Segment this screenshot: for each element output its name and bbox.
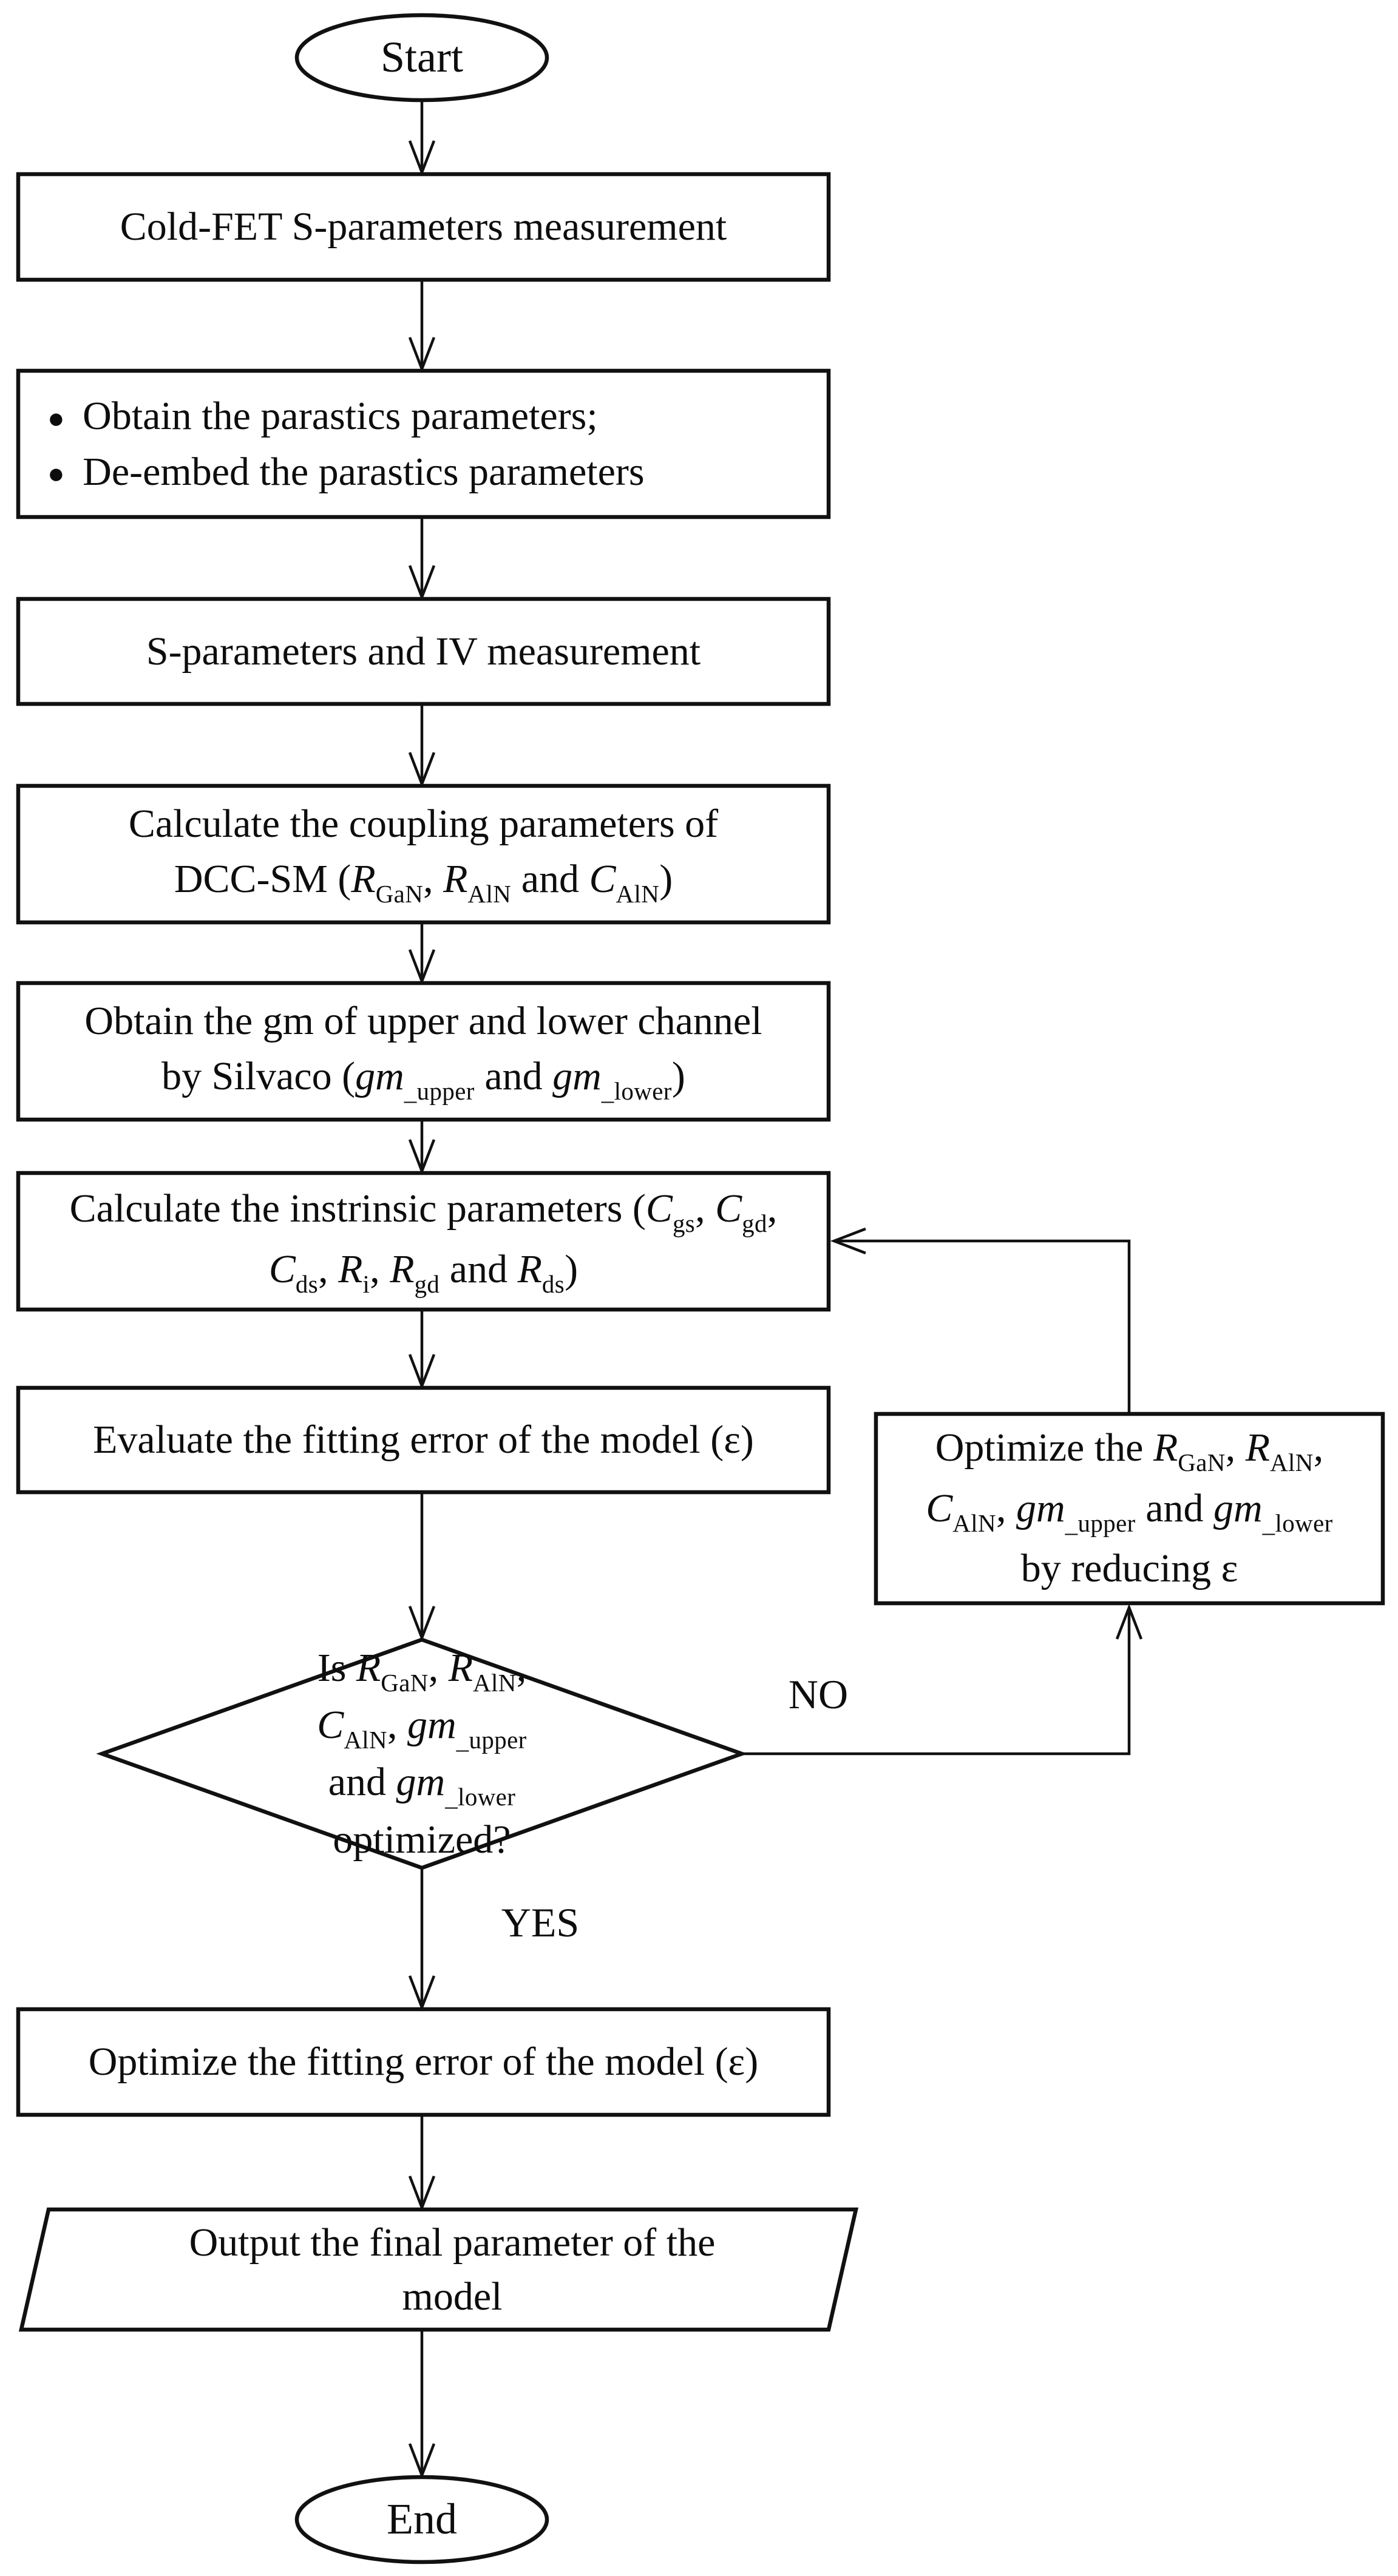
arrowhead-intrinsic-feedback bbox=[830, 1227, 866, 1255]
edge-label-yes: YES bbox=[501, 1899, 580, 1946]
process-intrinsic-label: Calculate the instrinsic parameters (Cgs… bbox=[21, 1173, 826, 1310]
start-terminator-label: Start bbox=[381, 33, 463, 82]
arrowhead-optimizeparams bbox=[1115, 1603, 1143, 1640]
process-coupling-shape bbox=[16, 783, 831, 925]
text-line: Obtain the gm of upper and lower channel bbox=[84, 999, 762, 1044]
text-line: Cds, Ri, Rgd and Rds) bbox=[268, 1246, 579, 1298]
text-line: DCC-SM (RGaN, RAlN and CAlN) bbox=[174, 857, 673, 908]
end-terminator-label: End bbox=[387, 2495, 457, 2544]
process-optimizeparams-label: Optimize the RGaN, RAlN, CAlN, gm_upper a… bbox=[881, 1422, 1378, 1595]
text-line: Output the final parameter of the bbox=[189, 2220, 716, 2265]
arrowhead-optimizeerror bbox=[408, 1975, 436, 2012]
process-gmchannel-label: Obtain the gm of upper and lower channel… bbox=[24, 983, 823, 1120]
text-line: S-parameters and IV measurement bbox=[146, 629, 701, 674]
text-line: ●De-embed the parastics parameters bbox=[47, 449, 645, 494]
process-parastics-shape bbox=[16, 368, 831, 519]
io-output-label: Output the final parameter of the model bbox=[49, 2209, 856, 2330]
text-line: Cold-FET S-parameters measurement bbox=[120, 205, 727, 249]
process-gmchannel-shape bbox=[16, 981, 831, 1122]
edge-label-no: NO bbox=[788, 1671, 849, 1717]
process-optimizeerror-label: Optimize the fitting error of the model … bbox=[24, 2009, 823, 2115]
text-line: by reducing ε bbox=[1020, 1546, 1238, 1591]
bullet-icon: ● bbox=[47, 458, 65, 490]
arrowhead-parastics bbox=[408, 337, 436, 373]
text-line: ●Obtain the parastics parameters; bbox=[47, 394, 598, 439]
text-line: and gm_lower bbox=[328, 1760, 516, 1811]
text-line: by Silvaco (gm_upper and gm_lower) bbox=[161, 1054, 685, 1106]
bullet-icon: ● bbox=[47, 402, 65, 434]
arrowhead-coupling bbox=[408, 752, 436, 788]
start-terminator-shape bbox=[294, 13, 549, 103]
process-coupling-label: Calculate the coupling parameters of DCC-… bbox=[24, 786, 823, 922]
io-output-shape bbox=[18, 2207, 859, 2332]
process-coldfet-label: Cold-FET S-parameters measurement bbox=[24, 174, 823, 280]
process-sparamsiv-shape bbox=[16, 597, 831, 706]
arrowhead-sparamsiv bbox=[408, 565, 436, 601]
arrowhead-end bbox=[408, 2443, 436, 2480]
arrowhead-coldfet bbox=[408, 140, 436, 177]
arrowhead-intrinsic bbox=[408, 1139, 436, 1175]
text-line: model bbox=[402, 2274, 503, 2319]
connector-feedback bbox=[834, 1239, 1131, 1414]
text-line: Calculate the coupling parameters of bbox=[128, 802, 719, 847]
text-line: Is RGaN, RAlN, bbox=[317, 1645, 527, 1697]
process-intrinsic-shape bbox=[16, 1171, 831, 1312]
arrowhead-decision bbox=[408, 1606, 436, 1642]
arrowhead-evaluate bbox=[408, 1354, 436, 1390]
text-line: CAlN, gm_upper and gm_lower bbox=[926, 1486, 1333, 1537]
process-parastics-label: ●Obtain the parastics parameters; ●De-emb… bbox=[47, 371, 824, 517]
text-line: Optimize the fitting error of the model … bbox=[88, 2040, 759, 2084]
text-line: Evaluate the fitting error of the model … bbox=[93, 1418, 754, 1462]
process-evaluate-shape bbox=[16, 1385, 831, 1495]
text-line: optimized? bbox=[333, 1817, 511, 1862]
process-coldfet-shape bbox=[16, 172, 831, 282]
arrowhead-output bbox=[408, 2175, 436, 2212]
process-optimizeparams-shape bbox=[874, 1411, 1385, 1606]
text-line: Optimize the RGaN, RAlN, bbox=[935, 1425, 1324, 1477]
process-optimizeerror-shape bbox=[16, 2007, 831, 2117]
connector-no-branch bbox=[742, 1607, 1131, 1756]
process-evaluate-label: Evaluate the fitting error of the model … bbox=[24, 1388, 823, 1492]
process-sparamsiv-label: S-parameters and IV measurement bbox=[24, 599, 823, 704]
text-line: CAlN, gm_upper bbox=[317, 1702, 527, 1754]
text-line: Calculate the instrinsic parameters (Cgs… bbox=[69, 1186, 778, 1238]
arrowhead-gmchannel bbox=[408, 949, 436, 985]
